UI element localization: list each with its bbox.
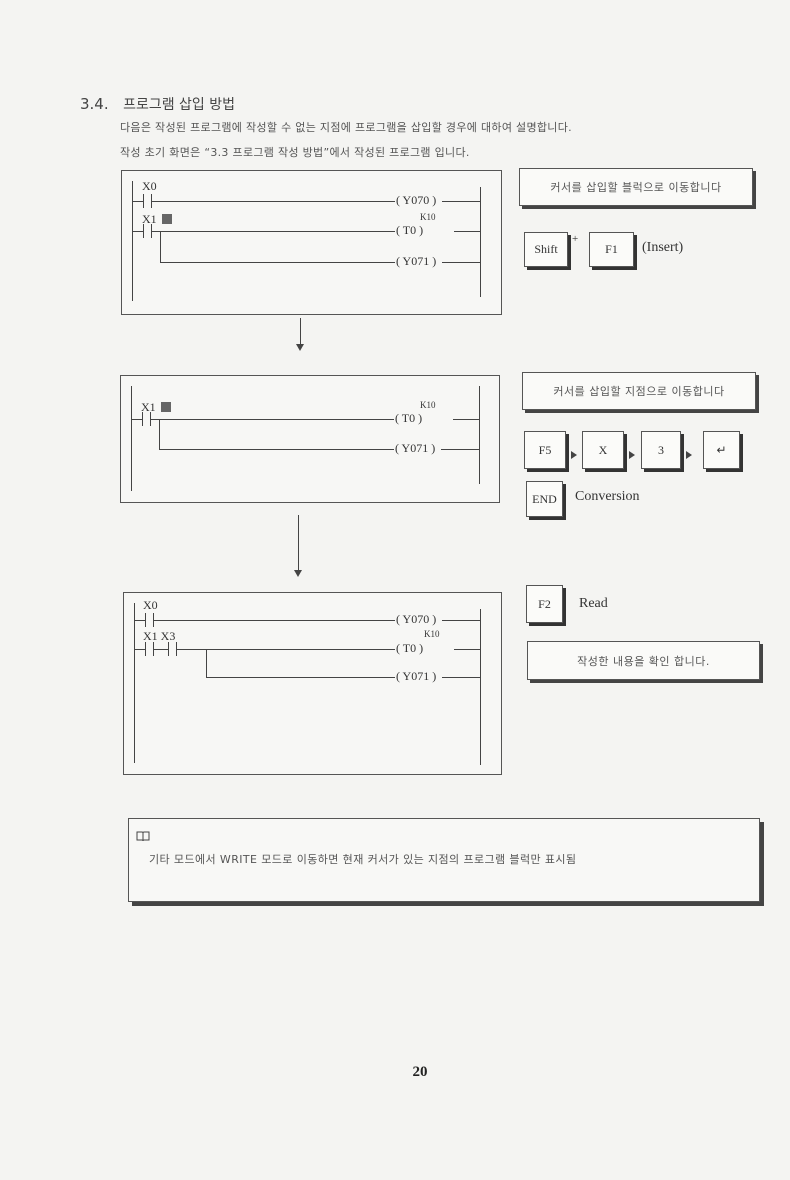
- cursor-block: [161, 402, 171, 412]
- step-arrow-icon: [571, 451, 577, 459]
- note-move-to-point: 커서를 삽입할 지점으로 이동합니다: [522, 372, 756, 410]
- intro-line-1: 다음은 작성된 프로그램에 작성할 수 없는 지점에 프로그램을 삽입할 경우에…: [120, 121, 572, 134]
- timer-constant: K10: [420, 400, 436, 410]
- three-key[interactable]: 3: [641, 431, 681, 469]
- arrow-head-1: [296, 344, 304, 351]
- plus-sign: +: [572, 233, 579, 245]
- contact-label-x1: X1: [141, 400, 156, 414]
- contact-x1: [142, 412, 151, 426]
- section-number: 3.4.: [80, 95, 109, 113]
- coil-y070: ( Y070 ): [396, 612, 437, 626]
- read-caption: Read: [579, 596, 608, 611]
- coil-y071: ( Y071 ): [395, 441, 436, 455]
- x-key[interactable]: X: [582, 431, 624, 469]
- coil-y071: ( Y071 ): [396, 254, 437, 268]
- section-heading: 3.4. 프로그램 삽입 방법: [80, 94, 235, 114]
- coil-y071: ( Y071 ): [396, 669, 437, 683]
- f1-key[interactable]: F1: [589, 232, 634, 267]
- contact-x0: [145, 613, 154, 627]
- arrow-head-2: [294, 570, 302, 577]
- end-key[interactable]: END: [526, 481, 563, 517]
- intro-line-2: 작성 초기 화면은 “3.3 프로그램 작성 방법”에서 작성된 프로그램 입니…: [120, 146, 470, 159]
- contact-label-x1-x3: X1 X3: [143, 629, 176, 643]
- ladder-diagram-3: X0 ( Y070 ) X1 X3 K10 ( T0 ) ( Y071 ): [123, 592, 502, 775]
- contact-x1: [143, 224, 152, 238]
- contact-x0: [143, 194, 152, 208]
- step-arrow-icon: [629, 451, 635, 459]
- flow-arrow-1: [300, 318, 301, 345]
- f5-key[interactable]: F5: [524, 431, 566, 469]
- contact-label-x0: X0: [143, 598, 158, 612]
- flow-arrow-2: [298, 515, 299, 571]
- insert-caption: (Insert): [642, 240, 684, 255]
- cursor-block: [162, 214, 172, 224]
- ladder-diagram-1: X0 ( Y070 ) X1 K10 ( T0 ) ( Y071 ): [121, 170, 502, 315]
- enter-key[interactable]: ↵: [703, 431, 740, 469]
- ladder-diagram-2: X1 K10 ( T0 ) ( Y071 ): [120, 375, 500, 503]
- conversion-caption: Conversion: [575, 489, 640, 504]
- section-title: 프로그램 삽입 방법: [123, 97, 236, 113]
- coil-t0: ( T0 ): [395, 411, 423, 425]
- coil-y070: ( Y070 ): [396, 193, 437, 207]
- step-arrow-icon: [686, 451, 692, 459]
- page-number: 20: [412, 1064, 428, 1080]
- info-text: 기타 모드에서 WRITE 모드로 이동하면 현재 커서가 있는 지점의 프로그…: [149, 853, 577, 866]
- f2-key[interactable]: F2: [526, 585, 563, 623]
- info-box: 기타 모드에서 WRITE 모드로 이동하면 현재 커서가 있는 지점의 프로그…: [128, 818, 760, 902]
- contact-label-x0: X0: [142, 179, 157, 193]
- note-move-to-block: 커서를 삽입할 블럭으로 이동합니다: [519, 168, 753, 206]
- shift-key[interactable]: Shift: [524, 232, 568, 267]
- coil-t0: ( T0 ): [396, 641, 424, 655]
- timer-constant: K10: [420, 212, 436, 222]
- note-confirm-content: 작성한 내용을 확인 합니다.: [527, 641, 760, 680]
- coil-t0: ( T0 ): [396, 223, 424, 237]
- book-icon: [136, 831, 150, 842]
- timer-constant: K10: [424, 629, 440, 639]
- contact-label-x1: X1: [142, 212, 157, 226]
